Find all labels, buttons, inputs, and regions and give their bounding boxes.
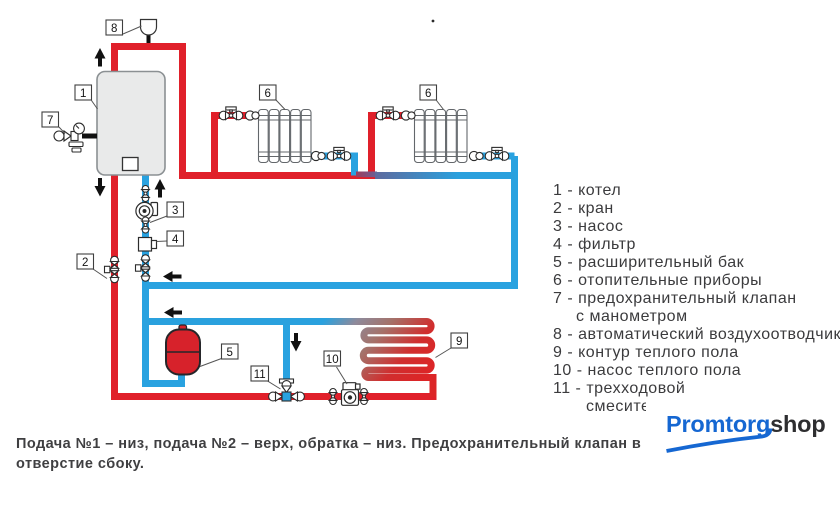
svg-text:7: 7 xyxy=(47,115,53,127)
svg-text:10: 10 xyxy=(326,354,339,366)
svg-text:11: 11 xyxy=(254,369,266,381)
svg-text:9: 9 xyxy=(456,336,462,348)
svg-text:6: 6 xyxy=(264,88,270,100)
svg-text:5: 5 xyxy=(226,347,232,359)
svg-text:3: 3 xyxy=(172,205,178,217)
svg-text:6: 6 xyxy=(425,88,431,100)
svg-text:2: 2 xyxy=(82,257,88,269)
svg-text:4: 4 xyxy=(172,234,179,246)
svg-text:8: 8 xyxy=(111,23,117,35)
svg-text:1: 1 xyxy=(80,88,86,100)
